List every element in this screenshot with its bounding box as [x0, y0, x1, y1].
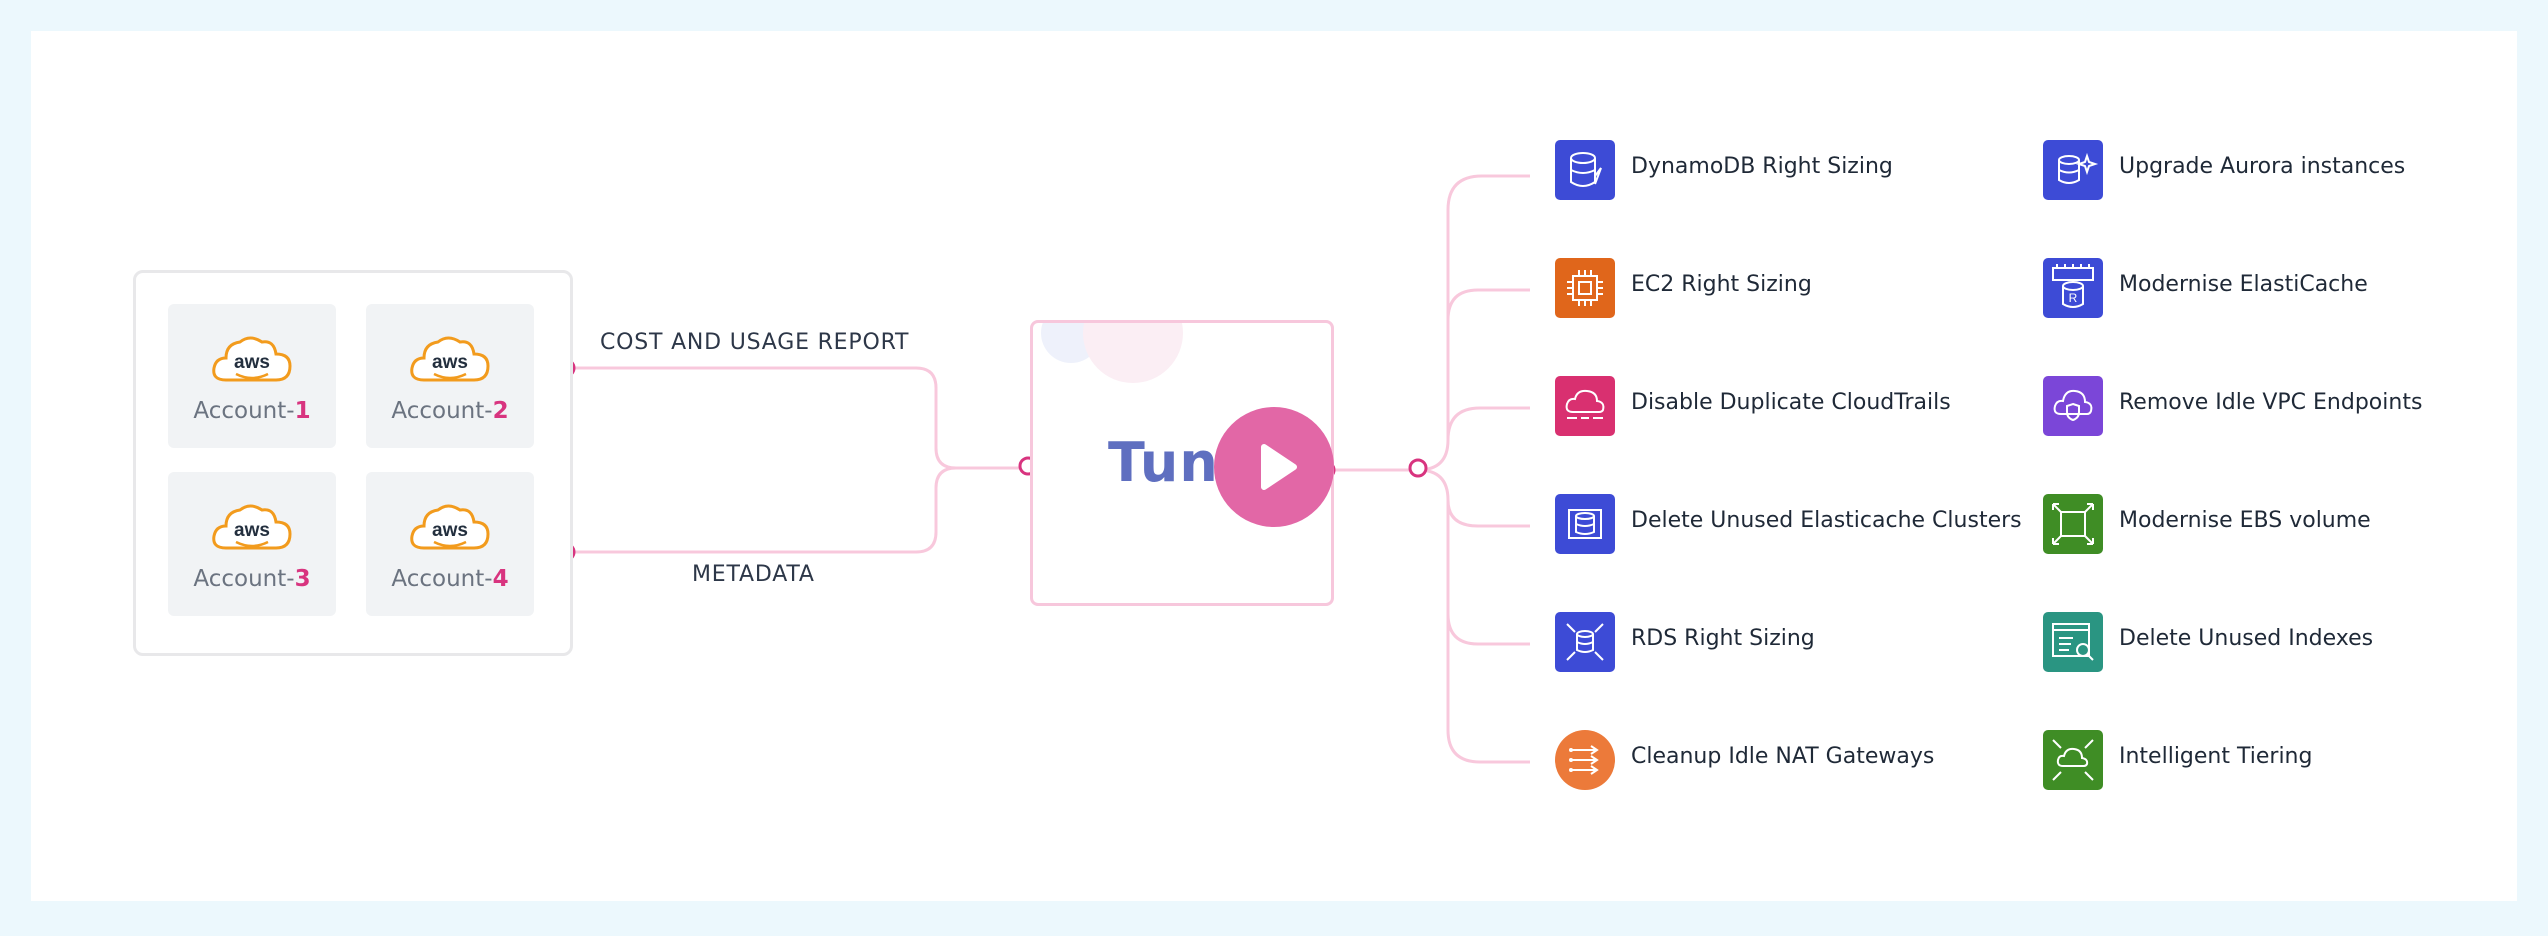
recommendation-icon-tile — [1555, 258, 1615, 318]
nat-gateway-icon — [1569, 745, 1599, 775]
recommendation-icon-tile — [2043, 494, 2103, 554]
aws-logo-text: aws — [234, 520, 270, 541]
play-button[interactable] — [1214, 407, 1334, 527]
account-number: 2 — [492, 398, 509, 424]
recommendation-icon-tile — [2043, 140, 2103, 200]
fan-out-branch — [1446, 614, 1530, 764]
recommendation-label: Intelligent Tiering — [2119, 744, 2313, 769]
aws-cloud-icon: aws — [212, 336, 292, 382]
aurora-icon — [2058, 152, 2099, 184]
metadata-connector — [566, 466, 1028, 554]
fan-out-branch — [1446, 406, 1530, 441]
recommendation-icon-tile — [1555, 140, 1615, 200]
index-search-icon — [2052, 623, 2094, 661]
recommendation-label: Modernise ElastiCache — [2119, 272, 2368, 297]
ec2-chip-icon — [1567, 270, 1603, 306]
recommendation-icon-tile — [1555, 612, 1615, 672]
account-number: 3 — [294, 566, 311, 592]
recommendation-icon-tile — [1555, 730, 1615, 790]
vpc-endpoint-icon — [2053, 389, 2093, 422]
aws-cloud-icon: aws — [212, 504, 292, 550]
fan-out-node — [1408, 458, 1428, 478]
account-prefix: Account- — [193, 566, 295, 592]
rds-icon — [1566, 623, 1604, 661]
recommendation-icon-tile — [2043, 612, 2103, 672]
fan-out-branch — [1446, 288, 1530, 321]
aws-logo-text: aws — [432, 520, 468, 541]
intelligent-tiering-icon — [2052, 739, 2094, 781]
account-prefix: Account- — [391, 566, 493, 592]
account-number: 1 — [294, 398, 311, 424]
recommendation-icon-tile — [2043, 376, 2103, 436]
fan-out-branch — [1417, 468, 1530, 528]
elasticache-icon — [1568, 509, 1602, 539]
elasticache-redis-icon: R — [2052, 264, 2094, 308]
recommendation-icon-tile — [2043, 730, 2103, 790]
recommendation-label: DynamoDB Right Sizing — [1631, 154, 1893, 179]
decorative-blob — [1083, 323, 1183, 383]
play-icon — [1261, 444, 1297, 490]
fan-out-connector — [1417, 174, 1530, 472]
recommendation-label: EC2 Right Sizing — [1631, 272, 1812, 297]
account-label: Account-4 — [366, 566, 534, 592]
recommendation-label: Cleanup Idle NAT Gateways — [1631, 744, 1935, 769]
recommendation-label: Delete Unused Indexes — [2119, 626, 2374, 651]
aws-logo-text: aws — [432, 352, 468, 373]
dynamodb-icon — [1570, 152, 1602, 187]
recommendation-icon-tile — [1555, 494, 1615, 554]
account-label: Account-1 — [168, 398, 336, 424]
tuner-box: Tuner — [1030, 320, 1334, 606]
account-prefix: Account- — [193, 398, 295, 424]
ebs-icon — [2052, 503, 2094, 545]
cost-report-connector — [566, 366, 1028, 470]
account-number: 4 — [492, 566, 509, 592]
recommendation-label: Disable Duplicate CloudTrails — [1631, 390, 1951, 415]
account-prefix: Account- — [391, 398, 493, 424]
svg-text:R: R — [2069, 291, 2078, 305]
recommendation-icon-tile: R — [2043, 258, 2103, 318]
recommendation-label: Modernise EBS volume — [2119, 508, 2371, 533]
cost-report-label: COST AND USAGE REPORT — [600, 330, 910, 355]
cloudtrail-icon — [1565, 389, 1605, 419]
recommendation-icon-tile — [1555, 376, 1615, 436]
aws-cloud-icon: aws — [410, 336, 490, 382]
account-label: Account-2 — [366, 398, 534, 424]
recommendation-label: RDS Right Sizing — [1631, 626, 1815, 651]
account-label: Account-3 — [168, 566, 336, 592]
recommendation-label: Remove Idle VPC Endpoints — [2119, 390, 2423, 415]
aws-logo-text: aws — [234, 352, 270, 373]
metadata-label: METADATA — [692, 562, 815, 587]
aws-cloud-icon: aws — [410, 504, 490, 550]
recommendation-label: Delete Unused Elasticache Clusters — [1631, 508, 2022, 533]
recommendation-label: Upgrade Aurora instances — [2119, 154, 2406, 179]
